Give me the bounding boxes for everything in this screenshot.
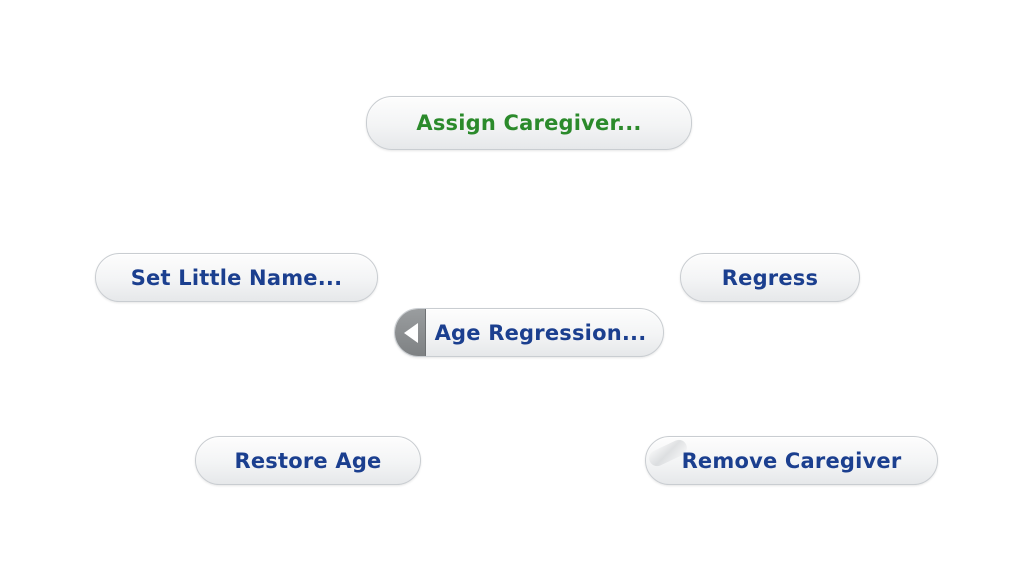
set-little-name-button[interactable]: Set Little Name... [95, 253, 378, 302]
assign-caregiver-button[interactable]: Assign Caregiver... [366, 96, 692, 150]
set-little-name-label: Set Little Name... [130, 265, 343, 290]
back-button[interactable] [395, 309, 426, 356]
restore-age-label: Restore Age [234, 448, 382, 473]
regress-label: Regress [721, 265, 819, 290]
restore-age-button[interactable]: Restore Age [195, 436, 421, 485]
regress-button[interactable]: Regress [680, 253, 860, 302]
remove-caregiver-button[interactable]: Remove Caregiver [645, 436, 938, 485]
triangle-left-icon [404, 322, 418, 343]
age-regression-label: Age Regression... [434, 320, 647, 345]
assign-caregiver-label: Assign Caregiver... [416, 111, 642, 135]
remove-caregiver-label: Remove Caregiver [681, 448, 902, 473]
age-regression-category-button[interactable]: Age Regression... [394, 308, 664, 357]
